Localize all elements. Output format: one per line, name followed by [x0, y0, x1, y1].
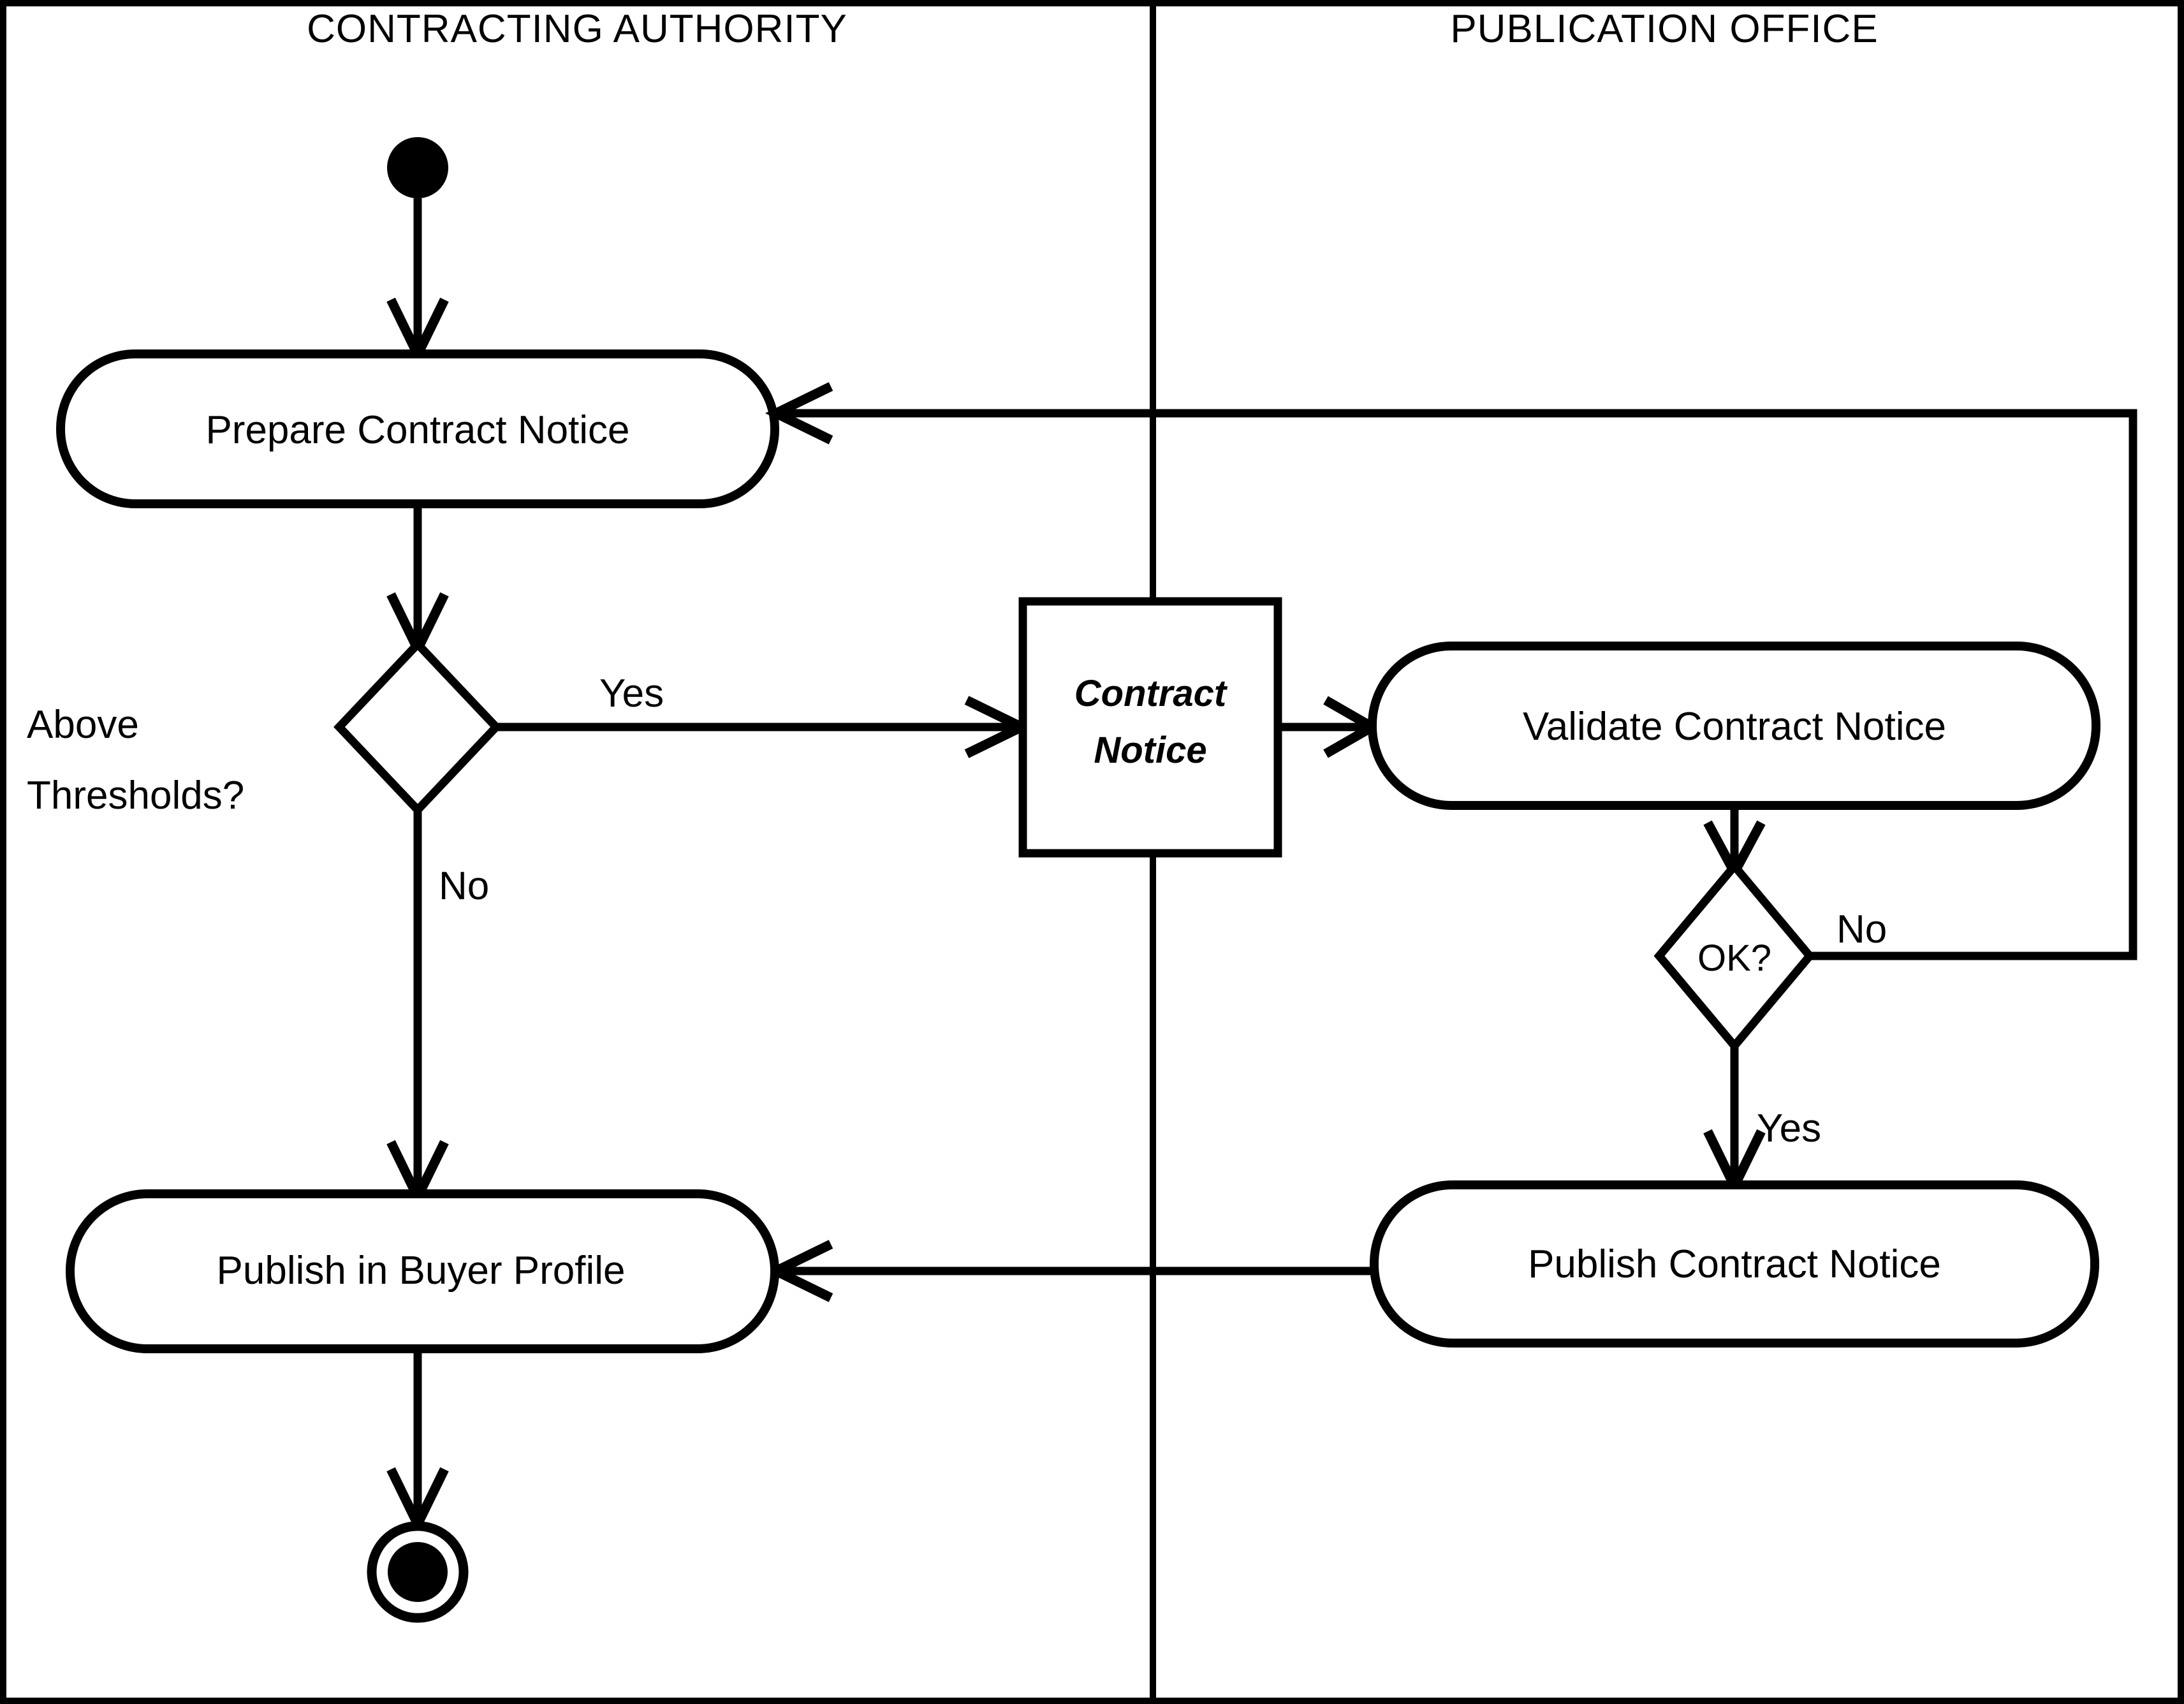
- action-prepare-contract-notice-label: Prepare Contract Notice: [205, 408, 629, 452]
- action-publish-in-buyer-profile-label: Publish in Buyer Profile: [217, 1249, 626, 1293]
- decision-above-thresholds[interactable]: [333, 638, 502, 816]
- decision-ok-label: OK?: [1697, 937, 1771, 979]
- final-node-inner-disc: [388, 1542, 448, 1602]
- arrowhead-ok-no-loopback: [765, 382, 833, 444]
- guard-label-thresholds-no: No: [439, 864, 489, 908]
- action-validate-contract-notice-label: Validate Contract Notice: [1523, 705, 1946, 749]
- guard-label-thresholds-yes: Yes: [599, 672, 664, 716]
- guard-label-ok-no: No: [1836, 907, 1887, 951]
- decision-above-thresholds-label-line1: Above: [27, 703, 139, 747]
- object-node-contract-notice[interactable]: [1018, 597, 1282, 858]
- action-publish-in-buyer-profile[interactable]: [66, 1189, 779, 1353]
- lane-title-publication-office: PUBLICATION OFFICE: [1450, 7, 1878, 51]
- object-node-contract-notice-label-line2: Notice: [1094, 730, 1206, 771]
- lane-title-contracting-authority: CONTRACTING AUTHORITY: [307, 7, 847, 51]
- flow-ok-no-loopback: [779, 409, 2137, 960]
- guard-label-ok-yes: Yes: [1757, 1106, 1821, 1150]
- object-node-contract-notice-label-line1: Contract: [1074, 673, 1228, 714]
- initial-node: [387, 137, 448, 198]
- decision-above-thresholds-label-line2: Thresholds?: [27, 774, 244, 818]
- action-publish-contract-notice[interactable]: [1370, 1180, 2099, 1348]
- action-publish-contract-notice-label: Publish Contract Notice: [1528, 1242, 1941, 1286]
